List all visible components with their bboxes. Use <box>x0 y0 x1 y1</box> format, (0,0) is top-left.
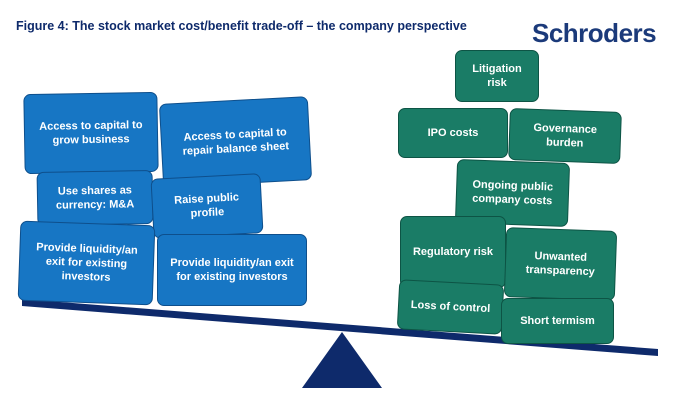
benefit-label: Raise public profile <box>173 191 240 220</box>
cost-label: Loss of control <box>410 298 491 315</box>
benefit-block-shares-currency: Use shares as currency: M&A <box>36 169 154 227</box>
cost-label: Unwanted transparency <box>525 249 595 279</box>
cost-label: Short termism <box>520 314 595 327</box>
benefit-label: Provide liquidity/an exit for existing i… <box>170 256 294 283</box>
benefit-label: Provide liquidity/an exit for existing i… <box>36 240 138 284</box>
cost-label: Ongoing public company costs <box>472 178 554 208</box>
cost-label: Governance burden <box>533 121 598 150</box>
fulcrum-triangle <box>302 332 382 388</box>
cost-block-governance-burden: Governance burden <box>508 108 622 164</box>
cost-block-loss-of-control: Loss of control <box>396 279 505 335</box>
cost-block-regulatory-risk: Regulatory risk <box>400 216 506 288</box>
benefit-label: Access to capital to grow business <box>39 118 143 147</box>
seesaw-beam <box>22 299 658 356</box>
benefit-label: Use shares as currency: M&A <box>55 184 135 212</box>
benefit-block-growth-capital: Access to capital to grow business <box>23 91 159 175</box>
benefit-block-liquidity-exit-left: Provide liquidity/an exit for existing i… <box>17 220 156 306</box>
cost-block-ipo-costs: IPO costs <box>398 108 508 158</box>
figure-title: Figure 4: The stock market cost/benefit … <box>16 19 467 33</box>
cost-label: Litigation risk <box>472 62 522 89</box>
benefit-block-liquidity-exit-right: Provide liquidity/an exit for existing i… <box>157 234 307 306</box>
cost-label: Regulatory risk <box>412 245 494 258</box>
cost-block-unwanted-transparency: Unwanted transparency <box>503 227 618 301</box>
cost-block-short-termism: Short termism <box>501 298 614 344</box>
schroders-logo: Schroders <box>532 18 657 48</box>
benefit-block-public-profile: Raise public profile <box>150 173 264 239</box>
benefit-label: Access to capital to repair balance shee… <box>182 126 290 158</box>
cost-label: IPO costs <box>427 126 479 139</box>
cost-block-litigation-risk: Litigation risk <box>455 50 539 102</box>
